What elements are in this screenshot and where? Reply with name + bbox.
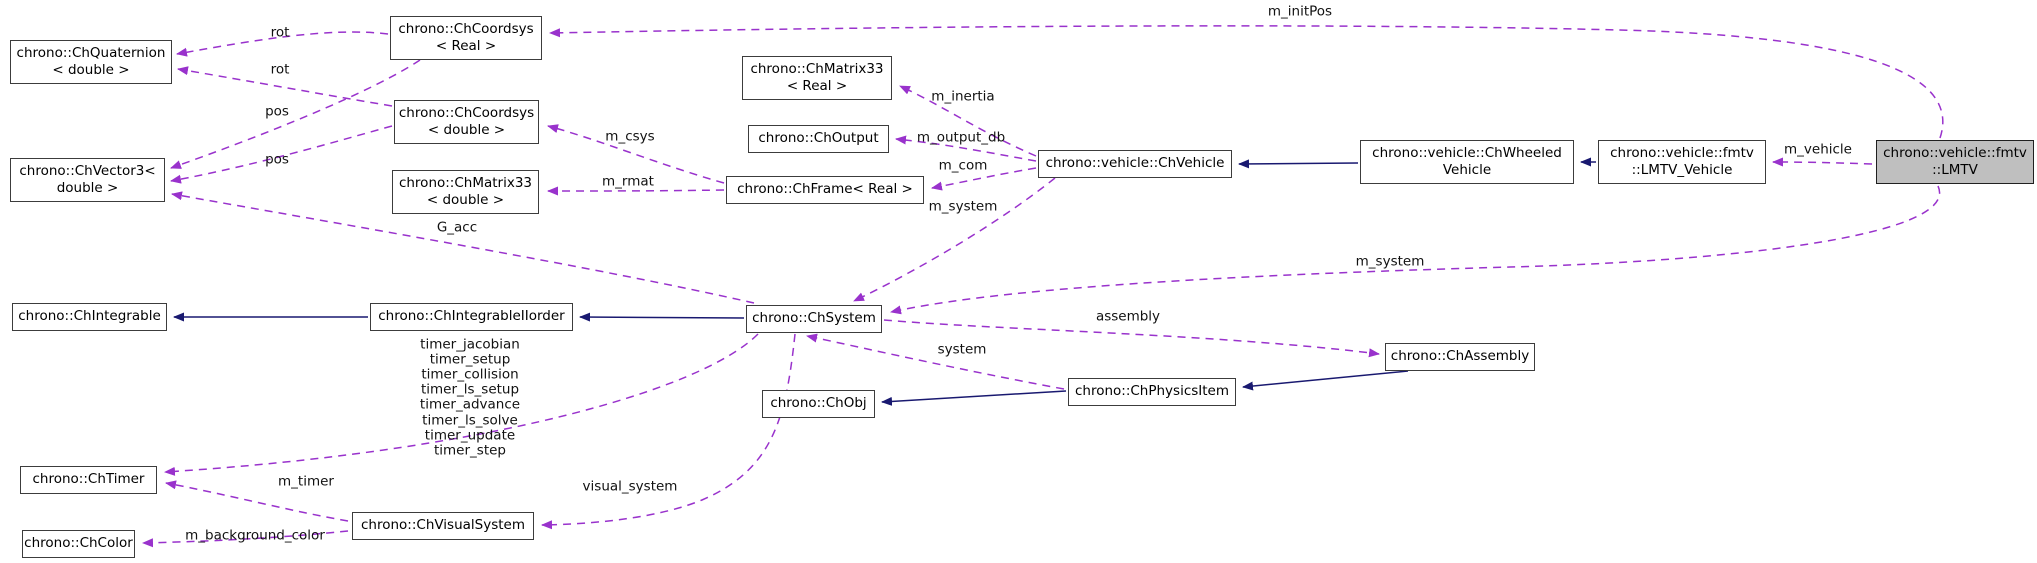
node-lmtv-vehicle[interactable]: chrono::vehicle::fmtv ::LMTV_Vehicle (1598, 140, 1766, 184)
node-chframe-real[interactable]: chrono::ChFrame< Real > (726, 176, 924, 204)
node-chsystem[interactable]: chrono::ChSystem (746, 305, 882, 333)
edge-label-m-vehicle: m_vehicle (1784, 141, 1852, 158)
edge-label-m-initpos: m_initPos (1267, 3, 1333, 20)
edge-g-acc (171, 191, 755, 304)
edge-assembly (883, 319, 1380, 358)
edge-label-visual-system: visual_system (582, 478, 678, 495)
node-lmtv[interactable]: chrono::vehicle::fmtv ::LMTV (1876, 140, 2034, 184)
edge-visual-system (541, 333, 796, 530)
edge-label-m-csys: m_csys (605, 128, 655, 145)
edge-m-timer (165, 480, 349, 522)
node-chvisualsystem[interactable]: chrono::ChVisualSystem (352, 512, 534, 540)
edge-label-rot-1: rot (270, 24, 290, 41)
node-choutput[interactable]: chrono::ChOutput (748, 125, 889, 153)
edge-label-m-system-lmtv: m_system (1355, 253, 1425, 270)
edge-label-m-timer: m_timer (278, 473, 334, 490)
node-chcolor[interactable]: chrono::ChColor (22, 530, 135, 558)
node-chobj[interactable]: chrono::ChObj (762, 390, 875, 418)
edge-label-timers: timer_jacobian timer_setup timer_collisi… (419, 336, 521, 459)
edge-inherit-assembly-physicsitem (1242, 370, 1409, 391)
edge-inherit-physicsitem-obj (881, 390, 1067, 406)
edge-label-system: system (937, 341, 987, 358)
node-chassembly[interactable]: chrono::ChAssembly (1385, 343, 1535, 371)
node-chmatrix33-double[interactable]: chrono::ChMatrix33 < double > (392, 170, 539, 214)
edge-inherit-system-integrableiiorder (579, 312, 745, 322)
node-chvector3[interactable]: chrono::ChVector3< double > (10, 158, 165, 202)
edge-inherit-wheeled-vehicle (1238, 159, 1359, 169)
node-chintegrable[interactable]: chrono::ChIntegrable (12, 303, 167, 331)
node-chphysicsitem[interactable]: chrono::ChPhysicsItem (1068, 378, 1236, 406)
edge-rot-coordsys-double (177, 66, 393, 107)
edge-timers (164, 333, 759, 476)
edge-label-pos-1: pos (265, 103, 289, 120)
edge-label-m-com: m_com (938, 157, 988, 174)
edge-pos-coordsys-double (170, 125, 393, 184)
node-chtimer[interactable]: chrono::ChTimer (20, 466, 157, 494)
edge-m-background-color (142, 530, 349, 548)
node-chquaternion[interactable]: chrono::ChQuaternion < double > (10, 40, 172, 84)
node-chmatrix33-real[interactable]: chrono::ChMatrix33 < Real > (742, 56, 892, 100)
edge-m-system-vehicle (853, 177, 1056, 302)
edge-m-initpos (549, 25, 1944, 139)
node-chcoordsys-double[interactable]: chrono::ChCoordsys < double > (394, 100, 539, 144)
edge-label-assembly: assembly (1095, 308, 1161, 325)
node-chintegrableiiorder[interactable]: chrono::ChIntegrableIIorder (370, 303, 573, 331)
edge-label-m-rmat: m_rmat (602, 173, 654, 190)
edge-label-m-system-vehicle: m_system (928, 198, 998, 215)
edge-m-output-db (895, 135, 1037, 162)
node-chwheeledvehicle[interactable]: chrono::vehicle::ChWheeled Vehicle (1360, 140, 1574, 184)
node-chcoordsys-real[interactable]: chrono::ChCoordsys < Real > (390, 16, 542, 60)
edge-m-inertia (899, 85, 1037, 157)
edge-label-m-output-db: m_output_db (916, 129, 1006, 146)
edge-label-g-acc: G_acc (436, 219, 478, 236)
edge-m-system-lmtv (890, 185, 1941, 315)
edge-m-rmat (547, 186, 725, 196)
edge-system (806, 333, 1065, 390)
edge-label-m-background-color: m_background_color (185, 527, 325, 544)
edge-rot-coordsys-real (176, 31, 389, 57)
edge-label-rot-2: rot (270, 61, 290, 78)
node-chvehicle[interactable]: chrono::vehicle::ChVehicle (1038, 150, 1232, 178)
edge-pos-coordsys-real (170, 59, 421, 169)
edge-label-pos-2: pos (265, 151, 289, 168)
edge-m-vehicle (1772, 157, 1873, 167)
edge-label-m-inertia: m_inertia (931, 88, 995, 105)
